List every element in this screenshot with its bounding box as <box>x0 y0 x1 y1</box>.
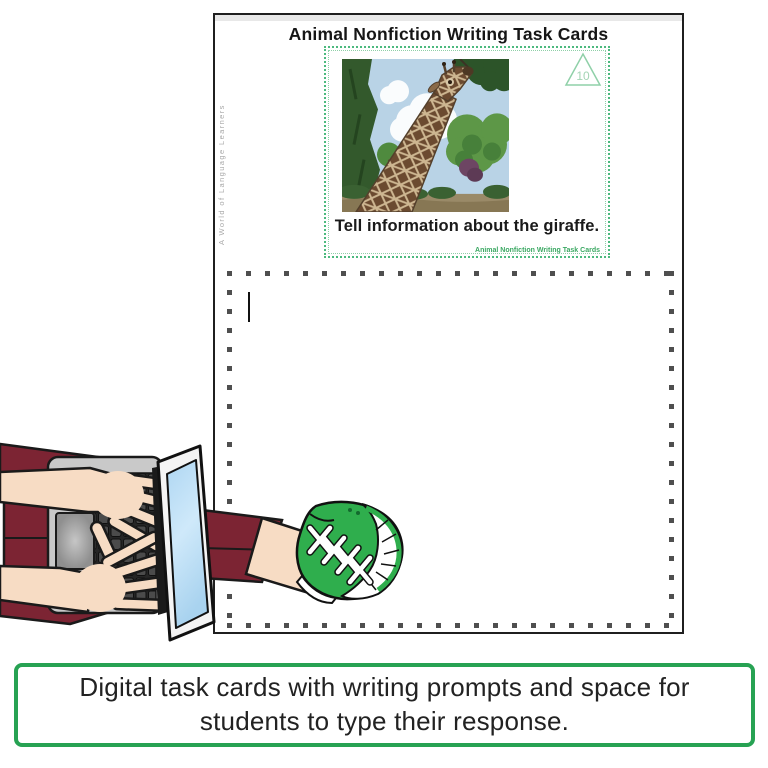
page-title: Animal Nonfiction Writing Task Cards <box>288 24 609 44</box>
card-number: 10 <box>576 69 590 83</box>
caption-line-1: Digital task cards with writing prompts … <box>79 672 690 703</box>
top-hand <box>0 466 192 561</box>
caption-line-2: students to type their response. <box>199 706 570 736</box>
laptop-screen <box>152 444 216 642</box>
worksheet-page: Animal Nonfiction Writing Task Cards A W… <box>213 13 684 634</box>
response-text-area[interactable] <box>227 271 674 628</box>
writing-prompt: Tell information about the giraffe. <box>334 217 600 235</box>
sleeves <box>0 442 152 626</box>
card-number-triangle-icon: 10 <box>564 52 602 86</box>
task-card: 10 Tell information about the giraffe. A… <box>324 46 610 258</box>
card-footer-label: Animal Nonfiction Writing Task Cards <box>475 247 600 254</box>
bottom-hand <box>0 530 186 614</box>
page-top-strip <box>215 15 682 21</box>
trackpad <box>55 512 95 570</box>
laptop-base <box>46 455 164 615</box>
caption-box: Digital task cards with writing prompts … <box>14 663 755 747</box>
giraffe-photo <box>342 59 509 212</box>
text-cursor <box>248 292 250 322</box>
keyboard <box>84 472 157 603</box>
copyright-side-label: A World of Language Learners <box>217 104 226 245</box>
